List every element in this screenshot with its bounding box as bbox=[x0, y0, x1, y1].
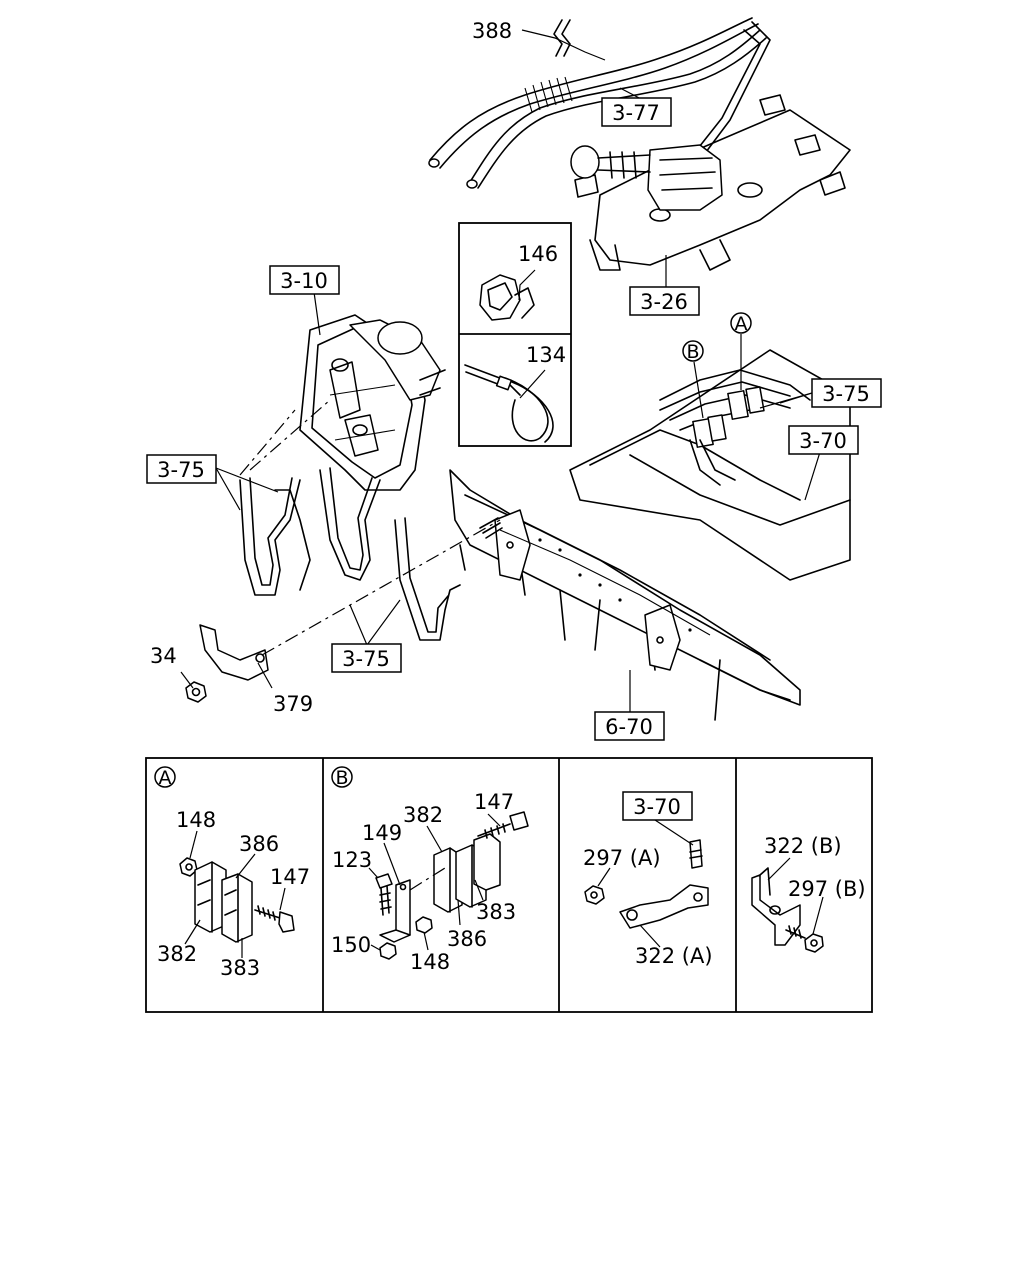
svg-text:B: B bbox=[686, 341, 699, 363]
hose-group-middle bbox=[319, 467, 461, 641]
frame-harness bbox=[569, 349, 851, 581]
part-34-label: 34 bbox=[150, 644, 177, 668]
detail-C: 3-70 297 (A) 322 (A) bbox=[583, 791, 713, 968]
B-149-label: 149 bbox=[362, 821, 402, 845]
callout-B: B bbox=[682, 340, 704, 363]
svg-text:3-70: 3-70 bbox=[633, 795, 681, 819]
A-147-label: 147 bbox=[270, 865, 310, 889]
D-322b-label: 322 (B) bbox=[764, 834, 842, 858]
svg-text:B: B bbox=[335, 767, 348, 789]
svg-text:3-77: 3-77 bbox=[612, 101, 660, 125]
bracket-379 bbox=[199, 517, 503, 681]
D-297b-label: 297 (B) bbox=[788, 877, 866, 901]
ref-box-3-70-detail: 3-70 bbox=[622, 791, 693, 821]
detail-B: B 147 382 149 123 bbox=[331, 766, 529, 974]
C-297a-label: 297 (A) bbox=[583, 846, 661, 870]
ref-box-3-75-right: 3-75 bbox=[811, 378, 882, 408]
valve-bracket bbox=[570, 94, 851, 271]
part-146-label: 146 bbox=[518, 242, 558, 266]
A-148-label: 148 bbox=[176, 808, 216, 832]
pedal-bracket bbox=[299, 314, 446, 491]
part-134-label: 134 bbox=[526, 343, 566, 367]
detail-A: A 148 386 147 382 383 bbox=[154, 766, 310, 980]
ref-box-3-75-left: 3-75 bbox=[146, 454, 217, 484]
C-322a-label: 322 (A) bbox=[635, 944, 713, 968]
ref-box-3-10: 3-10 bbox=[269, 265, 340, 295]
svg-text:3-10: 3-10 bbox=[280, 269, 328, 293]
detail-panels bbox=[145, 757, 873, 1013]
hose-group-left bbox=[239, 399, 331, 596]
callout-A: A bbox=[730, 312, 752, 335]
B-150-label: 150 bbox=[331, 933, 371, 957]
B-123-label: 123 bbox=[332, 848, 372, 872]
svg-text:6-70: 6-70 bbox=[605, 715, 653, 739]
part-388-label: 388 bbox=[472, 19, 512, 43]
svg-text:3-70: 3-70 bbox=[799, 429, 847, 453]
A-383-label: 383 bbox=[220, 956, 260, 980]
svg-text:3-26: 3-26 bbox=[640, 290, 688, 314]
crossmember bbox=[449, 469, 801, 721]
svg-text:3-75: 3-75 bbox=[822, 382, 870, 406]
ref-box-6-70: 6-70 bbox=[594, 711, 665, 741]
B-386-label: 386 bbox=[447, 927, 487, 951]
B-147-label: 147 bbox=[474, 790, 514, 814]
svg-text:A: A bbox=[735, 313, 748, 335]
clip-inset bbox=[458, 222, 572, 447]
detail-D: 322 (B) 297 (B) bbox=[751, 834, 866, 953]
nut-34 bbox=[185, 681, 207, 703]
svg-text:A: A bbox=[159, 767, 172, 789]
B-383-label: 383 bbox=[476, 900, 516, 924]
ref-box-3-77: 3-77 bbox=[601, 97, 672, 127]
svg-text:3-75: 3-75 bbox=[157, 458, 205, 482]
part-379-label: 379 bbox=[273, 692, 313, 716]
ref-box-3-75-bottom: 3-75 bbox=[331, 643, 402, 673]
hose-assembly bbox=[428, 17, 771, 189]
svg-text:3-75: 3-75 bbox=[342, 647, 390, 671]
A-382-label: 382 bbox=[157, 942, 197, 966]
ref-box-3-26: 3-26 bbox=[629, 286, 700, 316]
B-382-label: 382 bbox=[403, 803, 443, 827]
B-148-label: 148 bbox=[410, 950, 450, 974]
A-386-label: 386 bbox=[239, 832, 279, 856]
ref-box-3-70: 3-70 bbox=[788, 425, 859, 455]
leader-lines bbox=[180, 19, 821, 714]
